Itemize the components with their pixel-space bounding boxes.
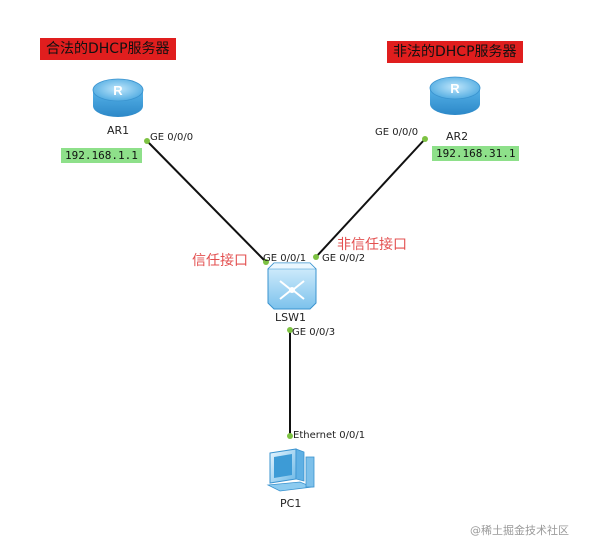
port-label-lsw-ge001: GE 0/0/1 [263,253,307,264]
router-icon[interactable]: R [92,78,144,117]
pc-icon[interactable] [266,448,315,492]
legal-dhcp-server-banner: 合法的DHCP服务器 [40,38,176,60]
port-dot-lsw-ge001 [263,259,269,265]
port-label-ar1-ge000: GE 0/0/0 [150,132,194,143]
link-ar1-lsw1 [146,140,267,263]
port-label-lsw-ge002: GE 0/0/2 [322,253,366,264]
watermark: @稀土掘金技术社区 [470,524,569,537]
device-name-ar2: AR2 [446,130,469,143]
switch-icon[interactable] [267,262,317,310]
illegal-dhcp-server-banner: 非法的DHCP服务器 [387,41,523,63]
port-dot-ar2-ge000 [422,136,428,142]
port-label-pc-eth001: Ethernet 0/0/1 [293,430,366,441]
trusted-port-annotation: 信任接口 [192,253,248,269]
device-name-lsw1: LSW1 [275,311,306,324]
port-label-lsw-ge003: GE 0/0/3 [292,327,336,338]
port-dot-pc-eth001 [287,433,293,439]
port-dot-lsw-ge002 [313,254,319,260]
svg-text:R: R [450,81,460,96]
untrusted-port-annotation: 非信任接口 [337,237,407,253]
port-dot-lsw-ge003 [287,327,293,333]
port-dot-ar1-ge000 [144,138,150,144]
port-label-ar2-ge000: GE 0/0/0 [375,127,419,138]
device-name-pc1: PC1 [280,497,302,510]
svg-text:R: R [113,83,123,98]
link-ar2-lsw1 [315,138,426,258]
router-icon[interactable]: R [429,76,481,115]
device-name-ar1: AR1 [107,124,130,137]
ip-address-ar2: 192.168.31.1 [432,146,520,161]
ip-address-ar1: 192.168.1.1 [61,148,142,163]
